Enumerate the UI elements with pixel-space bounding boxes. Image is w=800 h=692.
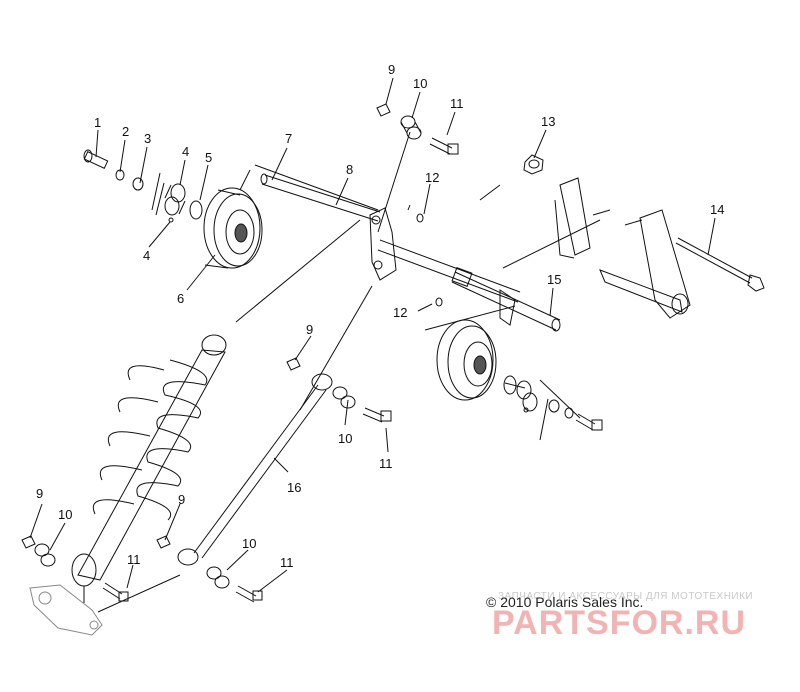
idler-wheel-lower: [436, 319, 497, 401]
callout-15: 15: [547, 272, 561, 287]
watermark-tagline: ЗАПЧАСТИ И АКСЕССУАРЫ ДЛЯ МОТОТЕХНИКИ: [498, 591, 754, 602]
callout-11c: 11: [280, 555, 294, 570]
callout-9d: 9: [178, 492, 185, 507]
bushing-bottom-left: [34, 543, 56, 567]
bolt-part-1: [83, 149, 109, 169]
callout-4: 4: [182, 144, 189, 159]
watermark-logo: PARTSFOR.RU: [492, 604, 747, 642]
callout-3: 3: [144, 131, 151, 146]
callout-11: 11: [450, 96, 464, 111]
callout-4b: 4: [143, 248, 150, 263]
bolt-part-11: [429, 137, 459, 155]
seal-part-5: [189, 200, 203, 220]
callout-9: 9: [388, 62, 395, 77]
fitting-part-12: [416, 213, 424, 223]
seal-lower: [503, 375, 517, 395]
bushing-bottom-mid: [206, 566, 230, 589]
callout-16: 16: [287, 480, 301, 495]
long-bolt-part-14: [675, 237, 765, 292]
bolt-lower: [575, 413, 603, 431]
callout-10b: 10: [338, 431, 352, 446]
bushing-lower: [516, 380, 538, 413]
axle-part-7: [260, 173, 381, 222]
nut-part-13: [523, 154, 544, 175]
shock-absorber: [71, 334, 227, 587]
bushing-part-10: [400, 115, 422, 140]
washer-lower-1: [548, 399, 560, 413]
nut-part-9: [376, 103, 391, 117]
callout-2: 2: [122, 124, 129, 139]
callout-8: 8: [346, 162, 353, 177]
callout-11d: 11: [127, 552, 141, 567]
bushing-part-4: [164, 183, 186, 223]
copyright-text: © 2010 Polaris Sales Inc.: [486, 594, 644, 610]
callout-10: 10: [413, 76, 427, 91]
callout-10d: 10: [242, 536, 256, 551]
callout-numbers: 1 2 3 4 5 4 6 7 8 9 10 11 12 12 13 14 15…: [36, 62, 724, 570]
callout-12: 12: [425, 170, 439, 185]
callout-12b: 12: [393, 305, 407, 320]
washer-part-3: [132, 177, 144, 191]
fitting-part-12b: [435, 297, 443, 307]
callout-7: 7: [285, 131, 292, 146]
nut-mid: [286, 357, 301, 371]
control-rod-part-16: [177, 373, 333, 566]
callout-9c: 9: [36, 486, 43, 501]
callout-13: 13: [541, 114, 555, 129]
callout-14: 14: [710, 202, 724, 217]
rail-frame: [554, 177, 691, 319]
washer-part-2: [115, 169, 125, 181]
lower-mount: [29, 584, 103, 636]
nut-bottom-mid: [156, 535, 171, 549]
callout-6: 6: [177, 291, 184, 306]
nut-bottom-left: [21, 535, 36, 549]
callout-11b: 11: [379, 456, 393, 471]
washer-lower-2: [564, 407, 574, 419]
idler-wheel-part-6: [203, 187, 263, 269]
callout-9b: 9: [306, 322, 313, 337]
callout-5: 5: [205, 150, 212, 165]
callout-10c: 10: [58, 507, 72, 522]
bushing-mid: [332, 386, 356, 409]
shaft-part-8: [377, 239, 561, 332]
bolt-bottom-mid: [235, 585, 263, 603]
callout-1: 1: [94, 115, 101, 130]
leader-lines: [29, 77, 716, 613]
pivot-bracket: [369, 207, 516, 326]
bolt-mid: [362, 407, 392, 423]
bolt-bottom-left: [102, 582, 129, 602]
